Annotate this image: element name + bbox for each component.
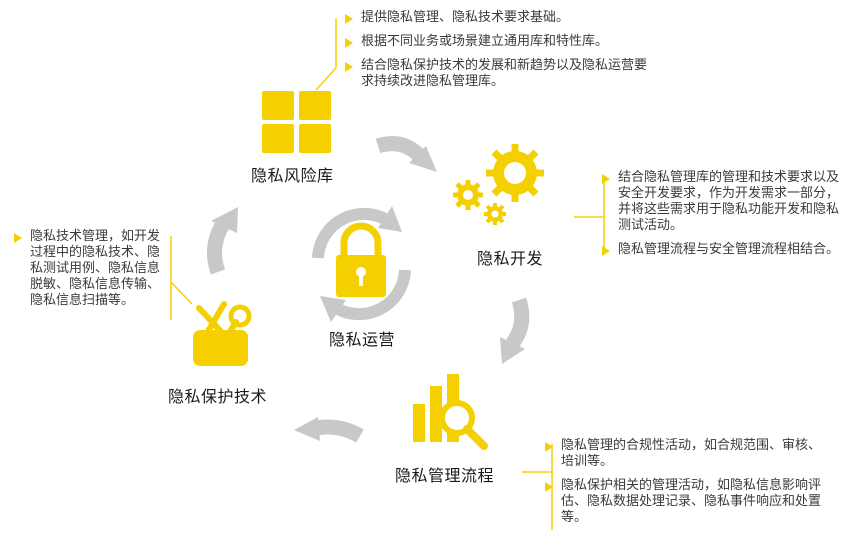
center-arrowhead-bottom (320, 296, 346, 322)
bullet-item: 隐私管理流程与安全管理流程相结合。 (600, 242, 846, 258)
cycle-arrow-top-right (375, 136, 437, 172)
bullets-risk-library: 提供隐私管理、隐私技术要求基础。 根据不同业务或场景建立通用库和特性库。 结合隐… (343, 10, 653, 98)
center-cycle-arrows (312, 207, 411, 321)
cycle-arrow-bottom (294, 417, 364, 443)
node-label-protection-tech: 隐私保护技术 (168, 387, 268, 406)
bullets-development: 结合隐私管理库的管理和技术要求以及安全开发要求，作为开发需求一部分，并将这些需求… (600, 170, 846, 266)
bullets-protection-tech: 隐私技术管理，如开发过程中的隐私技术、隐私测试用例、隐私信息脱敏、隐私信息传输、… (12, 229, 170, 317)
gears-icon (453, 144, 544, 225)
bullet-item: 提供隐私管理、隐私技术要求基础。 (343, 10, 653, 26)
lock-icon (336, 222, 386, 297)
node-label-development: 隐私开发 (477, 249, 544, 268)
bullet-item: 隐私技术管理，如开发过程中的隐私技术、隐私测试用例、隐私信息脱敏、隐私信息传输、… (12, 229, 170, 309)
bullet-item: 结合隐私管理库的管理和技术要求以及安全开发要求，作为开发需求一部分，并将这些需求… (600, 170, 846, 234)
bullet-item: 隐私保护相关的管理活动，如隐私信息影响评估、隐私数据处理记录、隐私事件响应和处置… (543, 478, 833, 526)
toolbox-icon (193, 301, 252, 366)
node-label-process: 隐私管理流程 (395, 466, 495, 485)
bullets-process: 隐私管理的合规性活动，如合规范围、审核、培训等。 隐私保护相关的管理活动，如隐私… (543, 438, 833, 534)
cycle-arrow-right (500, 297, 530, 364)
center-arrowhead-top (378, 206, 402, 232)
bullet-item: 根据不同业务或场景建立通用库和特性库。 (343, 34, 653, 50)
cycle-arrow-left (206, 207, 238, 275)
bar-chart-magnifier-icon (413, 374, 488, 450)
bullet-item: 隐私管理的合规性活动，如合规范围、审核、培训等。 (543, 438, 833, 470)
center-label: 隐私运营 (329, 330, 396, 349)
node-label-risk-library: 隐私风险库 (251, 166, 334, 185)
callout-lines (170, 18, 605, 530)
grid-icon (262, 91, 331, 153)
bullet-item: 结合隐私保护技术的发展和新趋势以及隐私运营要求持续改进隐私管理库。 (343, 58, 653, 90)
